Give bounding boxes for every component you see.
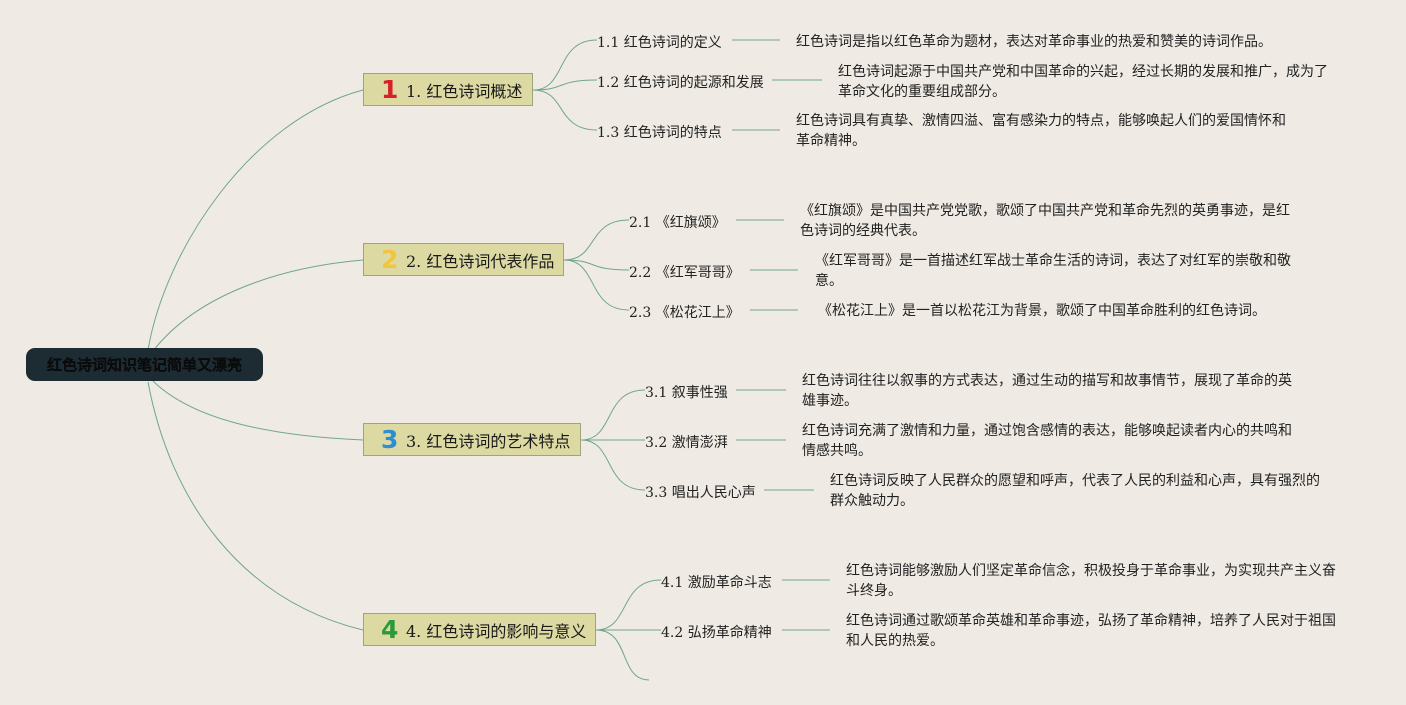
subtopic-1-1[interactable]: 1.1 红色诗词的定义 bbox=[597, 35, 722, 51]
branch-3-label: 3. 红色诗词的艺术特点 bbox=[406, 431, 571, 451]
connector-root-branch-1 bbox=[147, 89, 364, 351]
branch-1-label: 1. 红色诗词概述 bbox=[406, 81, 523, 101]
subtopic-4-1[interactable]: 4.1 激励革命斗志 bbox=[661, 575, 772, 591]
description-3-1: 红色诗词往往以叙事的方式表达，通过生动的描写和故事情节，展现了革命的英雄事迹。 bbox=[802, 373, 1292, 409]
description-4-1: 红色诗词能够激励人们坚定革命信念，积极投身于革命事业，为实现共产主义奋斗终身。 bbox=[846, 563, 1336, 599]
number-4-icon: 4 bbox=[381, 615, 399, 644]
description-3-2: 红色诗词充满了激情和力量，通过饱含感情的表达，能够唤起读者内心的共鸣和情感共鸣。 bbox=[802, 423, 1292, 459]
connector-2-1 bbox=[563, 219, 630, 261]
connector-root-branch-3 bbox=[149, 377, 364, 441]
connector-2-2 bbox=[563, 259, 630, 271]
number-2-icon: 2 bbox=[381, 245, 399, 274]
connector-root-branch-4 bbox=[147, 381, 364, 631]
subtopic-3-2[interactable]: 3.2 激情澎湃 bbox=[645, 435, 728, 451]
subtopic-1-2[interactable]: 1.2 红色诗词的起源和发展 bbox=[597, 75, 764, 91]
root-label: 红色诗词知识笔记简单又漂亮 bbox=[46, 356, 242, 374]
description-1-1: 红色诗词是指以红色革命为题材，表达对革命事业的热爱和赞美的诗词作品。 bbox=[796, 34, 1272, 50]
description-1-3: 红色诗词具有真挚、激情四溢、富有感染力的特点，能够唤起人们的爱国情怀和革命精神。 bbox=[796, 113, 1286, 149]
connector-4-1 bbox=[595, 579, 662, 631]
branch-1-node[interactable]: 1 1. 红色诗词概述 bbox=[363, 73, 533, 106]
subtopic-2-2[interactable]: 2.2 《红军哥哥》 bbox=[629, 265, 740, 281]
connector-root-branch-2 bbox=[149, 259, 364, 356]
branch-4-node[interactable]: 4 4. 红色诗词的影响与意义 bbox=[363, 613, 596, 646]
description-2-3: 《松花江上》是一首以松花江为背景，歌颂了中国革命胜利的红色诗词。 bbox=[818, 303, 1266, 319]
description-3-3: 红色诗词反映了人民群众的愿望和呼声，代表了人民的利益和心声，具有强烈的群众触动力… bbox=[830, 473, 1320, 509]
description-2-2: 《红军哥哥》是一首描述红军战士革命生活的诗词，表达了对红军的崇敬和敬意。 bbox=[815, 253, 1291, 289]
description-4-2: 红色诗词通过歌颂革命英雄和革命事迹，弘扬了革命精神，培养了人民对于祖国和人民的热… bbox=[846, 613, 1336, 649]
connector-2-3 bbox=[563, 259, 630, 311]
connector-1-3 bbox=[532, 89, 598, 131]
number-3-icon: 3 bbox=[381, 425, 399, 454]
branch-2-label: 2. 红色诗词代表作品 bbox=[406, 251, 555, 271]
root-node[interactable]: 红色诗词知识笔记简单又漂亮 bbox=[26, 348, 263, 381]
branch-3-node[interactable]: 3 3. 红色诗词的艺术特点 bbox=[363, 423, 581, 456]
subtopic-2-3[interactable]: 2.3 《松花江上》 bbox=[629, 305, 740, 321]
connector-3-3 bbox=[580, 439, 646, 491]
subtopic-2-1[interactable]: 2.1 《红旗颂》 bbox=[629, 215, 726, 231]
connector-3-1 bbox=[580, 389, 646, 441]
description-2-1: 《红旗颂》是中国共产党党歌，歌颂了中国共产党和革命先烈的英勇事迹，是红色诗词的经… bbox=[800, 203, 1290, 239]
branch-4-label: 4. 红色诗词的影响与意义 bbox=[406, 621, 587, 641]
subtopic-1-3[interactable]: 1.3 红色诗词的特点 bbox=[597, 125, 722, 141]
branch-2-node[interactable]: 2 2. 红色诗词代表作品 bbox=[363, 243, 564, 276]
subtopic-3-3[interactable]: 3.3 唱出人民心声 bbox=[645, 485, 756, 501]
subtopic-4-2[interactable]: 4.2 弘扬革命精神 bbox=[661, 625, 772, 641]
connector-1-2 bbox=[532, 79, 598, 91]
connector-1-1 bbox=[532, 39, 598, 91]
connector-4-3 bbox=[595, 629, 650, 681]
subtopic-3-1[interactable]: 3.1 叙事性强 bbox=[645, 385, 728, 401]
description-1-2: 红色诗词起源于中国共产党和中国革命的兴起，经过长期的发展和推广，成为了革命文化的… bbox=[838, 64, 1328, 100]
number-1-icon: 1 bbox=[381, 75, 399, 104]
